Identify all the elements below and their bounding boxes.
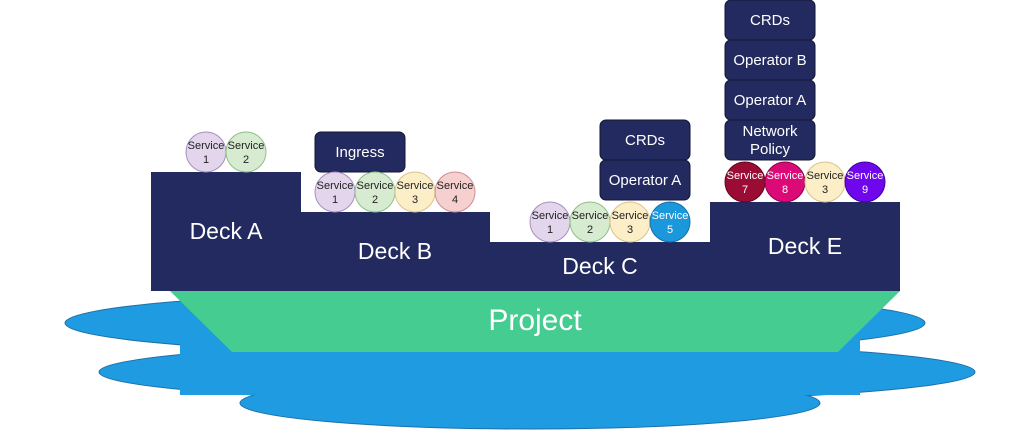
service-number: 8 <box>782 184 788 196</box>
service-3-deck-e: Service 3 <box>804 161 846 203</box>
service-number: 4 <box>452 194 458 206</box>
service-word: Service <box>767 170 804 182</box>
service-number: 7 <box>742 184 748 196</box>
service-word: Service <box>727 170 764 182</box>
deck-c-operator-a-label: Operator A <box>609 172 682 189</box>
service-number: 2 <box>372 194 378 206</box>
deck-c-operator-a-box: Operator A <box>599 159 691 201</box>
project-hull <box>170 291 900 352</box>
service-circle <box>724 161 766 203</box>
ingress-label: Ingress <box>335 144 384 161</box>
deck-a-label: Deck A <box>190 218 264 244</box>
service-number: 5 <box>667 224 673 236</box>
deck-e-operator-b-label: Operator B <box>733 52 806 69</box>
service-circle <box>354 171 396 213</box>
service-number: 3 <box>627 224 633 236</box>
service-3-deck-c: Service 3 <box>609 201 651 243</box>
project-label: Project <box>488 304 582 337</box>
service-9-deck-e: Service 9 <box>844 161 886 203</box>
service-word: Service <box>532 210 569 222</box>
deck-e-operator-a-box: Operator A <box>724 79 816 121</box>
service-word: Service <box>807 170 844 182</box>
deck-e-network-policy-box: Network Policy <box>724 119 816 161</box>
deck-c-crds-label: CRDs <box>625 132 665 149</box>
service-1-deck-a: Service 1 <box>185 131 227 173</box>
ingress-box: Ingress <box>314 131 406 173</box>
service-number: 3 <box>822 184 828 196</box>
deck-e-label: Deck E <box>768 233 842 259</box>
service-circle <box>529 201 571 243</box>
service-number: 1 <box>203 154 209 166</box>
service-circle <box>225 131 267 173</box>
service-circle <box>649 201 691 243</box>
service-word: Service <box>188 140 225 152</box>
service-circle <box>569 201 611 243</box>
service-2-deck-a: Service 2 <box>225 131 267 173</box>
service-circle <box>804 161 846 203</box>
service-word: Service <box>572 210 609 222</box>
service-word: Service <box>228 140 265 152</box>
service-circle <box>394 171 436 213</box>
service-number: 2 <box>587 224 593 236</box>
service-7-deck-e: Service 7 <box>724 161 766 203</box>
service-circle <box>764 161 806 203</box>
network-policy-label-line2: Policy <box>750 141 791 158</box>
service-circle <box>609 201 651 243</box>
service-2-deck-c: Service 2 <box>569 201 611 243</box>
deck-b-label: Deck B <box>358 238 432 264</box>
deck-e-crds-box: CRDs <box>724 0 816 41</box>
service-1-deck-b: Service 1 <box>314 171 356 213</box>
deck-e-crds-label: CRDs <box>750 12 790 29</box>
service-circle <box>185 131 227 173</box>
service-circle <box>434 171 476 213</box>
service-number: 3 <box>412 194 418 206</box>
service-word: Service <box>357 180 394 192</box>
service-word: Service <box>317 180 354 192</box>
ship-decks <box>151 172 900 291</box>
service-circle <box>844 161 886 203</box>
service-word: Service <box>652 210 689 222</box>
service-number: 1 <box>332 194 338 206</box>
service-number: 9 <box>862 184 868 196</box>
service-3-deck-b: Service 3 <box>394 171 436 213</box>
service-2-deck-b: Service 2 <box>354 171 396 213</box>
service-number: 1 <box>547 224 553 236</box>
service-word: Service <box>612 210 649 222</box>
service-word: Service <box>437 180 474 192</box>
service-word: Service <box>397 180 434 192</box>
deck-e-operator-b-box: Operator B <box>724 39 816 81</box>
service-4-deck-b: Service 4 <box>434 171 476 213</box>
service-8-deck-e: Service 8 <box>764 161 806 203</box>
services-layer: Service1Service2Service1Service2Service3… <box>185 131 886 243</box>
service-circle <box>314 171 356 213</box>
deck-c-crds-box: CRDs <box>599 119 691 161</box>
network-policy-label-line1: Network <box>742 123 798 140</box>
service-5-deck-c: Service 5 <box>649 201 691 243</box>
service-number: 2 <box>243 154 249 166</box>
service-1-deck-c: Service 1 <box>529 201 571 243</box>
deck-e-operator-a-label: Operator A <box>734 92 807 109</box>
deck-c-label: Deck C <box>562 253 637 279</box>
service-word: Service <box>847 170 884 182</box>
